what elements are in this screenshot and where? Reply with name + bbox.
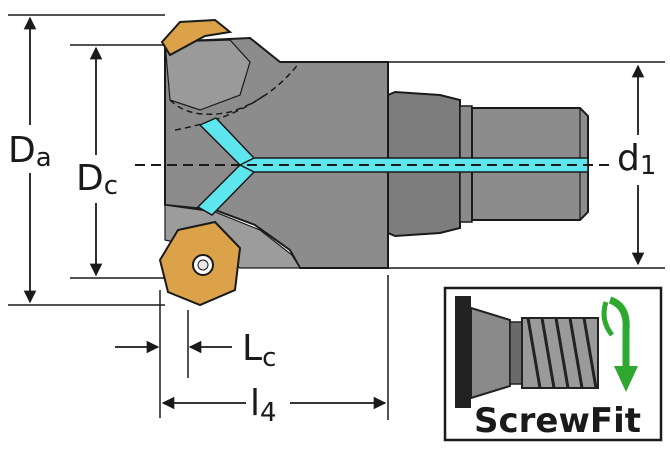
coolant-branch-upper [198,117,256,166]
logo-thread-lines [526,317,598,389]
label-l4: l4 [250,383,277,428]
coolant-branch-lower [196,164,256,216]
label-lc: Lc [242,328,276,373]
label-dc: Dc [76,158,118,201]
hidden-line-2 [174,94,266,131]
label-d1: d1 [617,138,656,181]
screwfit-logo: ScrewFit [443,286,663,442]
insert-top [160,18,233,57]
dimension-l4: l4 [161,275,389,428]
logo-screw-taper [470,306,511,400]
logo-screw-neck [509,321,523,385]
insert-screw-head [197,259,209,271]
logo-screw-flange [455,296,471,408]
dimension-da: Da [5,14,165,306]
dimension-lc: Lc [115,290,276,418]
insert-top-body [160,18,233,57]
cutter-body [164,36,589,269]
logo-text: ScrewFit [474,401,641,441]
dimension-d1: d1 [388,61,665,269]
hidden-line-1 [169,61,301,115]
dimension-dc: Dc [70,44,165,279]
insert-bottom [158,220,242,307]
rotation-arrow-icon [601,296,638,392]
label-da: Da [8,130,52,173]
